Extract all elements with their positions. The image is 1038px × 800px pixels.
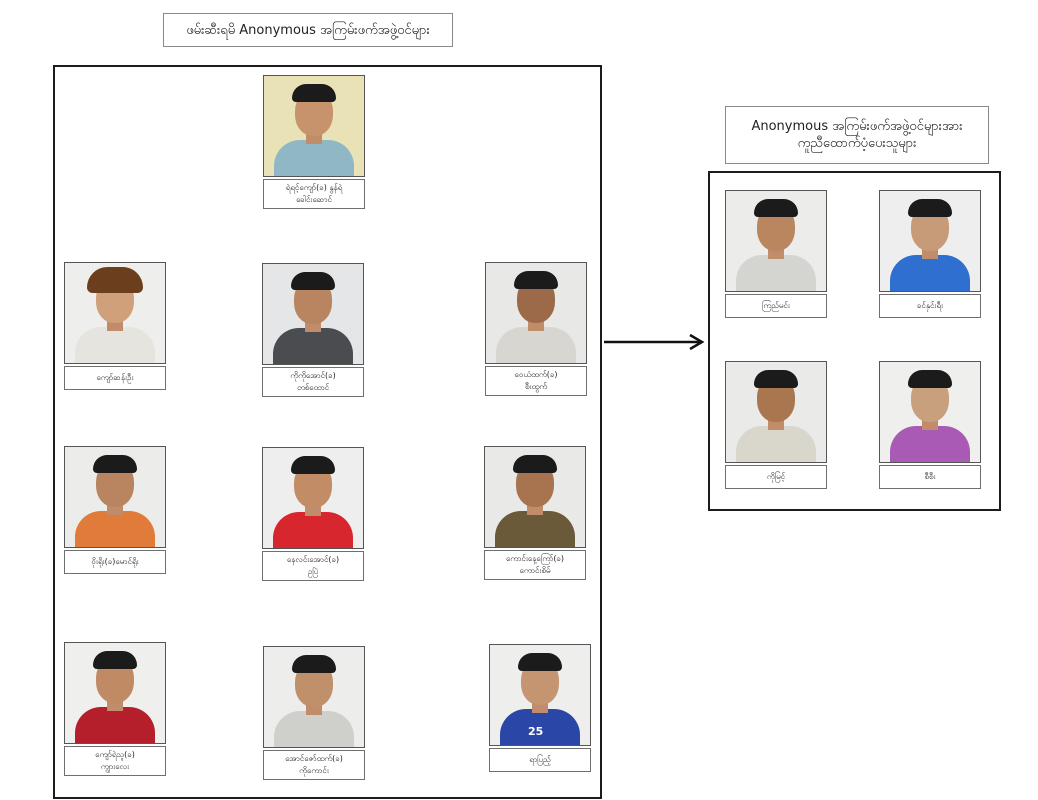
person-photo: 25 — [489, 644, 591, 746]
person-photo — [485, 262, 587, 364]
person-caption: ကောင်းနေ့ကြော်(ခ) ကောင်းစိမ် — [484, 550, 586, 580]
person-alias: တစ်ထောင် — [296, 383, 330, 392]
person-card: ကောင်းနေ့ကြော်(ခ) ကောင်းစိမ် — [484, 446, 586, 580]
person-alias: ဥပြဲ — [307, 567, 319, 576]
person-card: နေလင်းအောင်(ခ) ဥပြဲ — [262, 447, 364, 581]
person-alias: ခေါင်းဆောင် — [296, 195, 332, 204]
person-alias: စီးထွက် — [524, 382, 548, 391]
person-photo — [262, 263, 364, 365]
person-caption: ဝိုးရိုး(ခ)မောင်ရိုး — [64, 550, 166, 574]
supporter-card: ကြည်မင်း — [725, 190, 827, 318]
person-caption: ကျော်ဆန်းဦး — [64, 366, 166, 390]
supporter-card: ကိုမြင့် — [725, 361, 827, 489]
person-name: ရဲရင့်ကျော်(ခ) နွန်ရဲ — [285, 183, 343, 192]
person-name: ဝိုးရိုး(ခ)မောင်ရိုး — [91, 557, 139, 566]
person-card: ရဲရင့်ကျော်(ခ) နွန်ရဲ ခေါင်းဆောင် — [263, 75, 365, 209]
supporters-panel — [708, 171, 1001, 511]
shirt-number: 25 — [528, 725, 544, 738]
person-caption: အောင်ဇော်ထက်(ခ) ကိုကောင်း — [263, 750, 365, 780]
person-card: ဝေယံထက်(ခ) စီးထွက် — [485, 262, 587, 396]
person-caption: နေလင်းအောင်(ခ) ဥပြဲ — [262, 551, 364, 581]
arrested-members-title: ဖမ်းဆီးရမိ Anonymous အကြမ်းဖက်အဖွဲ့ဝင်မျ… — [163, 13, 453, 47]
person-photo — [64, 642, 166, 744]
person-card: ဝိုးရိုး(ခ)မောင်ရိုး — [64, 446, 166, 574]
person-caption: ဝေယံထက်(ခ) စီးထွက် — [485, 366, 587, 396]
person-photo — [879, 190, 981, 292]
person-photo — [879, 361, 981, 463]
person-caption: ကိုကိုအောင်(ခ) တစ်ထောင် — [262, 367, 364, 397]
right-arrow-icon — [604, 333, 705, 351]
person-name: ကိုကိုအောင်(ခ) — [290, 371, 336, 380]
person-name: ရာပြည့် — [529, 755, 551, 764]
person-photo — [64, 262, 166, 364]
person-photo — [263, 75, 365, 177]
person-photo — [484, 446, 586, 548]
person-alias: ကိုကောင်း — [299, 766, 329, 775]
person-caption: စီစီး — [879, 465, 981, 489]
supporters-title-line2: ကူညီထောက်ပံ့ပေးသူများ — [797, 136, 917, 151]
arrested-members-title-text: ဖမ်းဆီးရမိ Anonymous အကြမ်းဖက်အဖွဲ့ဝင်မျ… — [186, 22, 430, 38]
person-caption: ရဲရင့်ကျော်(ခ) နွန်ရဲ ခေါင်းဆောင် — [263, 179, 365, 209]
person-name: ကိုမြင့် — [766, 472, 786, 481]
person-photo — [263, 646, 365, 748]
person-name: ခင်နှင်းရီး — [916, 301, 944, 310]
person-caption: ကိုမြင့် — [725, 465, 827, 489]
supporters-title: Anonymous အကြမ်းဖက်အဖွဲ့ဝင်များအား ကူညီထ… — [725, 106, 989, 164]
person-photo — [64, 446, 166, 548]
person-name: ကြည်မင်း — [762, 301, 790, 310]
person-name: စီစီး — [924, 472, 936, 481]
person-card: 25 ရာပြည့် — [489, 644, 591, 772]
person-name: ကောင်းနေ့ကြော်(ခ) — [505, 554, 565, 563]
person-card: အောင်ဇော်ထက်(ခ) ကိုကောင်း — [263, 646, 365, 780]
person-name: ဝေယံထက်(ခ) — [514, 370, 558, 379]
person-card: ကျော်ဆန်းဦး — [64, 262, 166, 390]
person-name: ကျော်ရဲသူ(ခ) — [95, 750, 135, 759]
person-name: ကျော်ဆန်းဦး — [96, 373, 134, 382]
person-photo — [725, 361, 827, 463]
person-caption: ကြည်မင်း — [725, 294, 827, 318]
supporter-card: စီစီး — [879, 361, 981, 489]
person-name: နေလင်းအောင်(ခ) — [286, 555, 340, 564]
supporters-title-line1: Anonymous အကြမ်းဖက်အဖွဲ့ဝင်များအား — [751, 119, 963, 134]
person-caption: ရာပြည့် — [489, 748, 591, 772]
person-photo — [725, 190, 827, 292]
person-alias: ကျွားလေး — [100, 762, 130, 771]
person-alias: ကောင်းစိမ် — [519, 566, 551, 575]
person-name: အောင်ဇော်ထက်(ခ) — [285, 754, 343, 763]
arrested-members-panel — [53, 65, 602, 799]
person-card: ကျော်ရဲသူ(ခ) ကျွားလေး — [64, 642, 166, 776]
supporter-card: ခင်နှင်းရီး — [879, 190, 981, 318]
person-caption: ကျော်ရဲသူ(ခ) ကျွားလေး — [64, 746, 166, 776]
person-card: ကိုကိုအောင်(ခ) တစ်ထောင် — [262, 263, 364, 397]
person-caption: ခင်နှင်းရီး — [879, 294, 981, 318]
person-photo — [262, 447, 364, 549]
